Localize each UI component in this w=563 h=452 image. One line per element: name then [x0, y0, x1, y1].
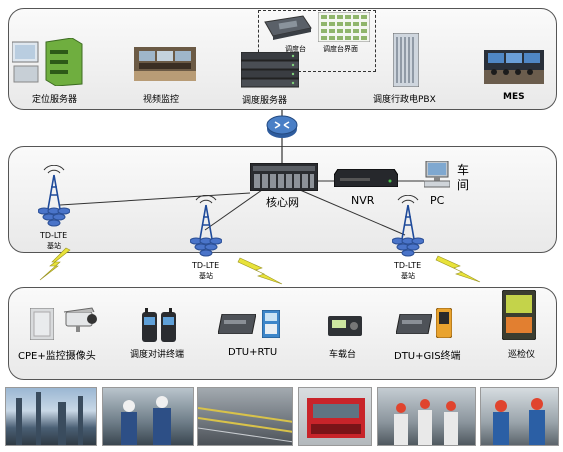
dtu-gis-label: DTU+GIS终端: [394, 351, 461, 362]
lightning-icon: [39, 247, 71, 281]
bs-left-label-2: 基站: [47, 242, 61, 250]
bs-mid-label-2: 基站: [199, 272, 213, 280]
walkie-talkie-icon: [140, 308, 178, 344]
mes-room-icon: [484, 50, 544, 84]
lightning-icon: [237, 257, 283, 285]
core-network-icon: [249, 162, 319, 192]
workers-photo-1: [102, 387, 194, 446]
dispatch-console-ui-label: 调度台界面: [323, 45, 358, 53]
nvr-label: NVR: [351, 194, 375, 207]
dispatch-console-icon: [263, 14, 313, 44]
cpe-camera-label: CPE+监控摄像头: [18, 351, 96, 362]
gis-terminal-icon: [435, 307, 453, 339]
pc-icon: [423, 160, 451, 189]
mes-label: MES: [503, 92, 525, 102]
lightning-icon: [435, 255, 481, 283]
antenna-tower-icon: [189, 194, 223, 259]
walkie-talkie-label: 调度对讲终端: [130, 350, 185, 360]
antenna-tower-icon: [391, 194, 425, 259]
dtu-device-icon: [217, 313, 257, 335]
bs-left-label-1: TD-LTE: [40, 231, 68, 240]
camera-icon: [62, 306, 98, 334]
antenna-tower-icon: [37, 164, 71, 229]
dtu-rtu-label: DTU+RTU: [228, 347, 278, 358]
cable-trays-photo: [197, 387, 293, 446]
dispatch-console-label: 调度台: [285, 45, 306, 53]
pbx-label: 调度行政电PBX: [373, 95, 436, 105]
rtu-device-icon: [261, 309, 281, 339]
vehicle-radio-icon: [328, 316, 362, 336]
dtu-gis-device-icon: [395, 313, 433, 335]
refinery-photo: [5, 387, 97, 446]
vehicle-radio-label: 车载台: [329, 350, 357, 360]
workshop-label: 车间: [457, 163, 470, 192]
cpe-box-icon: [29, 307, 55, 341]
positioning-server-icon: [11, 37, 84, 87]
bs-mid-label-1: TD-LTE: [192, 261, 220, 270]
router-icon: [266, 115, 298, 139]
video-monitor-icon: [134, 47, 196, 81]
inspection-workers-photo: [377, 387, 476, 446]
pc-label: PC: [430, 194, 445, 207]
inspector-device-icon: [501, 289, 537, 341]
dispatch-server-label: 调度服务器: [242, 96, 288, 106]
positioning-server-label: 定位服务器: [32, 95, 78, 105]
bs-right-label-2: 基站: [401, 272, 415, 280]
video-monitor-label: 视频监控: [143, 95, 180, 105]
truck-photo: [298, 387, 372, 446]
bs-right-label-1: TD-LTE: [394, 261, 422, 270]
dispatch-console-group: [258, 10, 376, 72]
pbx-cabinet-icon: [392, 32, 420, 88]
terminal-layer-panel: [8, 287, 557, 380]
inspector-label: 巡检仪: [508, 350, 536, 360]
tablet-workers-photo: [480, 387, 559, 446]
core-network-label: 核心网: [266, 196, 299, 209]
